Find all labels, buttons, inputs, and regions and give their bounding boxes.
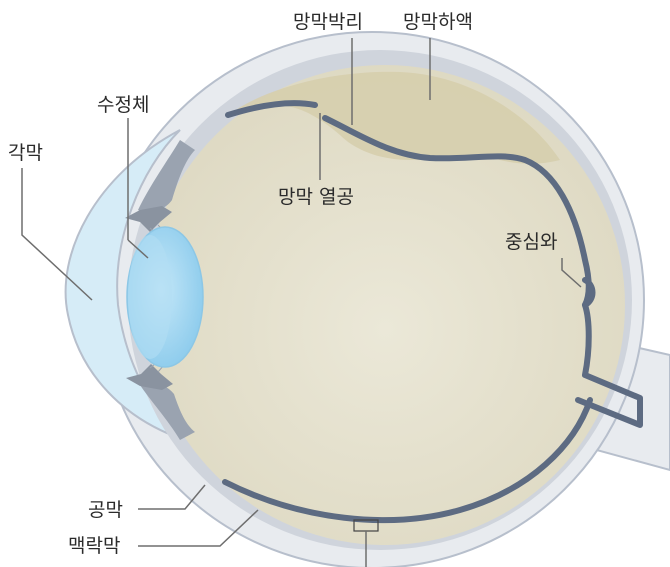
leader-choroid	[138, 509, 259, 547]
lens-highlight	[128, 235, 172, 359]
leader-fovea	[561, 258, 582, 288]
label-subretinal-fluid: 망막하액	[403, 11, 473, 33]
subretinal-fluid-region	[228, 71, 560, 164]
label-fovea: 중심와	[505, 231, 557, 253]
leader-sclera	[138, 484, 206, 510]
fovea-notch	[575, 277, 643, 428]
label-retinal-detachment: 망막박리	[293, 11, 363, 33]
ciliary-process-upper	[125, 206, 172, 232]
label-lens: 수정체	[97, 94, 149, 116]
label-choroid: 맥락막	[68, 535, 120, 557]
label-sclera: 공막	[88, 499, 123, 521]
label-cornea: 각막	[8, 142, 43, 164]
label-retinal-tear: 망막 열공	[278, 186, 354, 208]
vitreous-body	[145, 65, 625, 545]
leader-cornea	[21, 168, 93, 301]
ciliary-process-lower	[126, 364, 173, 390]
retina-attached-lower	[222, 397, 593, 524]
leader-lens-tip	[127, 239, 149, 259]
retina-detached-segment-b	[322, 115, 592, 308]
ciliary-body-lower	[140, 382, 195, 440]
ciliary-body-upper	[138, 140, 195, 212]
retina-detached-segment-a	[225, 100, 318, 118]
